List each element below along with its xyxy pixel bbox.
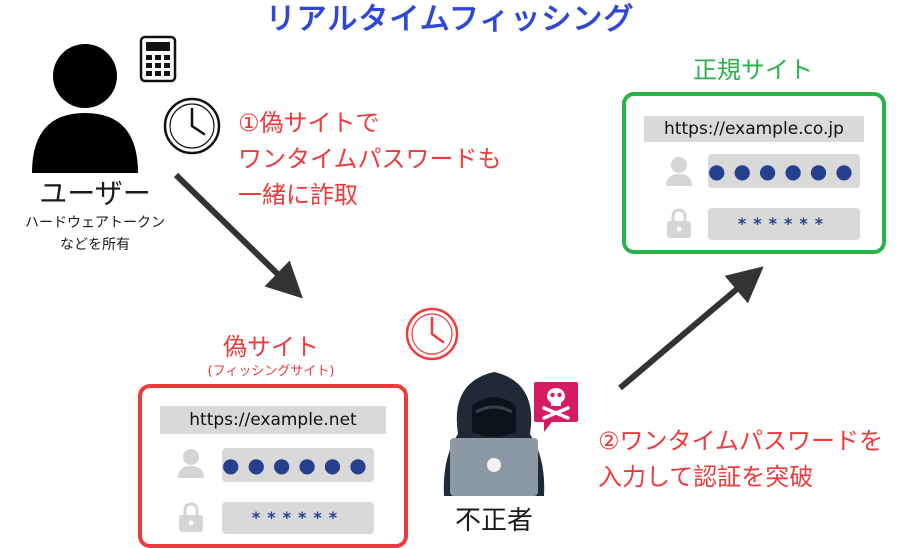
step2-line2: 入力して認証を突破 [598, 463, 814, 491]
attacker-label: 不正者 [454, 506, 533, 536]
clock-icon [163, 97, 221, 155]
legit-otp-field[interactable]: ****** [708, 208, 860, 240]
clock-icon [405, 307, 459, 361]
legit-site-label: 正規サイト [693, 56, 813, 84]
fake-site-box: https://example.net ●●●●●● ****** [138, 384, 408, 548]
fake-url-bar: https://example.net [160, 406, 386, 434]
diagram-title: リアルタイムフィッシング [265, 2, 635, 37]
legit-url-bar: https://example.co.jp [644, 116, 864, 142]
user-field-icon [178, 449, 204, 478]
fake-password-field[interactable]: ●●●●●● [222, 448, 374, 482]
user-note-line2: などを所有 [60, 237, 130, 253]
lock-icon [667, 208, 691, 238]
step1-line2: ワンタイムパスワードも [238, 145, 502, 173]
user-icon [32, 44, 138, 173]
legit-site-box: https://example.co.jp ●●●●●● ****** [622, 92, 886, 254]
legit-password-field[interactable]: ●●●●●● [708, 154, 860, 188]
step1-line3: 一緒に詐取 [238, 181, 358, 209]
hacker-icon [443, 372, 545, 496]
user-field-icon [666, 157, 692, 186]
step2-line1: ②ワンタイムパスワードを [598, 427, 884, 455]
fake-otp-field[interactable]: ****** [222, 502, 374, 534]
fake-site-label: 偽サイト [223, 333, 319, 361]
skull-badge-icon [534, 382, 578, 432]
step1-line1: ①偽サイトで [238, 109, 380, 137]
user-note-line1: ハードウェアトークン [25, 215, 165, 231]
fake-site-sublabel: (フィッシングサイト) [207, 364, 335, 379]
lock-icon [179, 502, 203, 532]
user-label: ユーザー [39, 177, 151, 210]
calculator-icon [139, 35, 177, 83]
